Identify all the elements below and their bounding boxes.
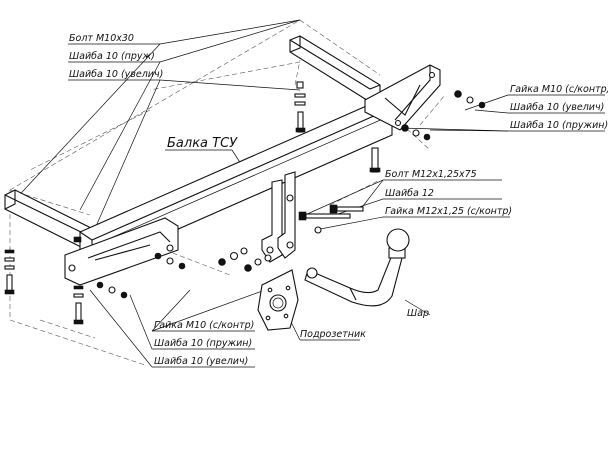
label-nut-m12: Гайка М12х1,25 (с/контр): [385, 206, 512, 217]
labels: Болт М10х30 Шайба 10 (пруж) Шайба 10 (ув…: [69, 33, 608, 367]
label-nut-m10-right: Гайка М10 (с/контр): [510, 84, 608, 95]
label-washer-10-enlarged-top: Шайба 10 (увелич): [69, 69, 163, 80]
reference-lines: [9, 19, 446, 366]
lower-left-nuts: [96, 252, 186, 299]
label-washer-10-enlarged-bottom: Шайба 10 (увелич): [154, 356, 248, 367]
socket-plate: [257, 269, 299, 331]
label-socket-plate: Подрозетник: [300, 329, 366, 340]
label-nut-m10-bottom: Гайка М10 (с/контр): [154, 320, 254, 331]
upper-bracket: [289, 35, 381, 103]
tow-ball: [304, 228, 410, 307]
right-nuts: [401, 90, 486, 141]
center-nuts: [218, 247, 272, 272]
leader-lines: [9, 19, 605, 368]
bolt-beam-right: [369, 147, 381, 173]
left-end-bracket: [64, 217, 179, 286]
label-washer-10-spring-right: Шайба 10 (пружин): [510, 120, 608, 131]
label-bolt-m12: Болт М12х1,25х75: [385, 169, 477, 180]
label-washer-10-spring-bottom: Шайба 10 (пружин): [154, 338, 252, 349]
right-end-bracket: [364, 64, 441, 131]
label-washer-10-spring-top: Шайба 10 (пруж): [69, 51, 155, 62]
bolts-m12: [298, 204, 364, 234]
bolt-left: [4, 249, 15, 295]
label-washer-12: Шайба 12: [385, 188, 434, 199]
label-ball: Шар: [407, 308, 429, 319]
label-bolt-m10x30: Болт М10х30: [69, 33, 134, 44]
bolt-m10-top: [294, 81, 306, 133]
label-beam-tsu: Балка ТСУ: [167, 136, 238, 151]
bolt-lower-left: [73, 285, 84, 325]
label-washer-10-enlarged-right: Шайба 10 (увелич): [510, 102, 604, 113]
bolt-top-left: [73, 236, 82, 243]
hardware: [4, 81, 486, 325]
